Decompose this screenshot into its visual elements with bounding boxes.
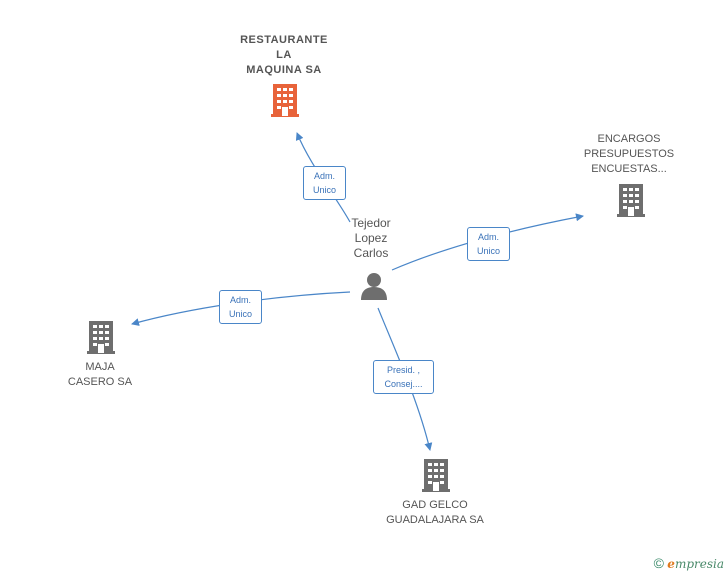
company-name-encargos[interactable]: ENCARGOS PRESUPUESTOS ENCUESTAS...: [583, 133, 675, 175]
edge-label-maja[interactable]: Adm. Unico: [219, 290, 262, 324]
edge-label-restaurante[interactable]: Adm. Unico: [303, 166, 346, 200]
edge-label-encargos[interactable]: Adm. Unico: [467, 227, 510, 261]
person-name[interactable]: Tejedor Lopez Carlos: [351, 216, 391, 260]
building-icon[interactable]: [87, 321, 115, 354]
building-icon[interactable]: [422, 459, 450, 492]
edge-label-gad[interactable]: Presid. , Consej....: [373, 360, 434, 394]
company-name-restaurante[interactable]: RESTAURANTE LA MAQUINA SA: [240, 34, 328, 76]
empresia-logo: © empresia: [654, 555, 724, 571]
company-name-gad[interactable]: GAD GELCO GUADALAJARA SA: [386, 499, 484, 526]
copyright-symbol: ©: [653, 555, 664, 571]
person-icon[interactable]: [361, 273, 387, 300]
building-icon[interactable]: [271, 84, 299, 117]
brand-name: empresia: [667, 557, 724, 571]
building-icon[interactable]: [617, 184, 645, 217]
company-name-maja[interactable]: MAJA CASERO SA: [67, 361, 133, 388]
